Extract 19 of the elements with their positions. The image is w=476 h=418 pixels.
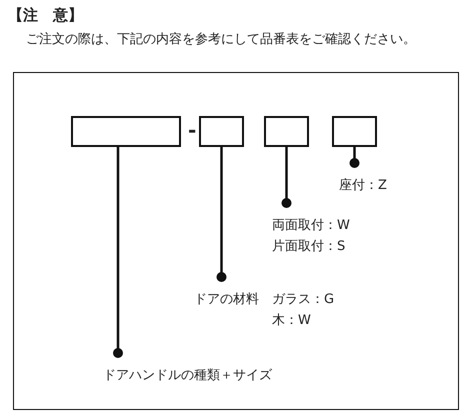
leader-line	[113, 147, 123, 358]
leader-line	[282, 147, 292, 208]
hyphen: -	[188, 118, 196, 142]
notice-heading: 【注 意】	[8, 6, 83, 25]
option-text: ガラス：G	[272, 291, 334, 309]
option-text: 両面取付：W	[272, 217, 351, 235]
option-text: 片面取付：S	[272, 238, 346, 256]
code-box	[332, 116, 377, 147]
code-box	[199, 116, 244, 147]
description-text: 座付：Z	[339, 177, 388, 195]
description-text: ドアハンドルの種類＋サイズ	[103, 367, 273, 385]
field-name: ドアの材料	[194, 291, 259, 309]
leader-line	[350, 147, 360, 168]
instruction-text: ご注文の際は、下記の内容を参考にして品番表をご確認ください。	[26, 31, 416, 48]
frame-box	[13, 72, 459, 410]
option-text: 木：W	[272, 312, 311, 330]
leader-line	[216, 147, 226, 282]
code-box	[71, 116, 181, 147]
code-box	[264, 116, 309, 147]
